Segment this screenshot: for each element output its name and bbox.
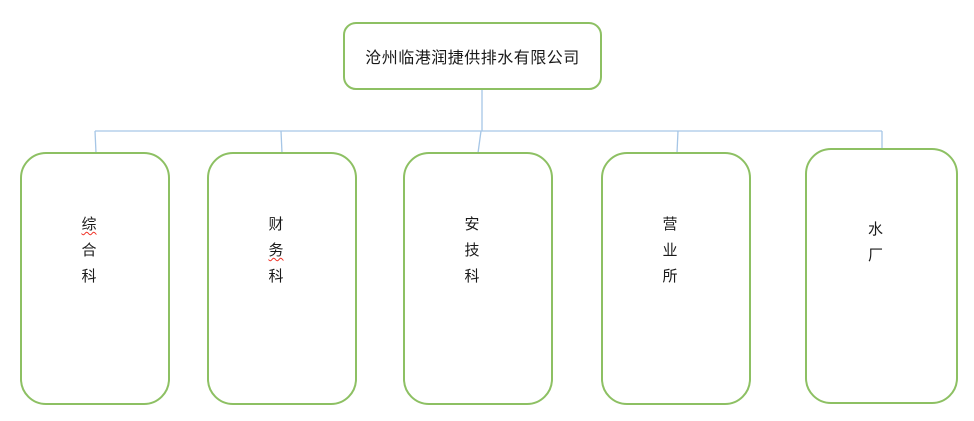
connector-stub-4 (676, 130, 679, 154)
dept-label-char: 科 (268, 267, 284, 285)
dept-label-char: 财 (268, 215, 284, 233)
dept-label-safety-tech: 安技科 (399, 211, 545, 289)
dept-node-business-office: 营业所 (601, 152, 751, 405)
dept-label-business-office: 营业所 (597, 211, 743, 289)
dept-label-char: 科 (464, 267, 480, 285)
dept-label-char: 水 (867, 220, 883, 238)
org-root-node: 沧州临港润捷供排水有限公司 (343, 22, 602, 90)
dept-label-char: 业 (662, 241, 678, 259)
dept-label-char: 安 (464, 215, 480, 233)
dept-node-finance: 财务科 (207, 152, 357, 405)
dept-label-char: 厂 (867, 246, 883, 264)
dept-label-char-misspelled: 综 (81, 215, 97, 233)
dept-label-char: 合 (81, 241, 97, 259)
dept-label-general-affairs: 综合科 (16, 211, 162, 289)
org-root-label: 沧州临港润捷供排水有限公司 (365, 48, 580, 67)
dept-label-char: 所 (662, 267, 678, 285)
dept-node-water-plant: 水厂 (805, 148, 958, 404)
dept-label-finance: 财务科 (203, 211, 349, 289)
connector-stub-3 (477, 130, 482, 154)
dept-node-general-affairs: 综合科 (20, 152, 170, 405)
dept-label-char-misspelled: 务 (268, 241, 284, 259)
dept-label-char: 科 (81, 267, 97, 285)
dept-label-char: 技 (464, 241, 480, 259)
dept-node-safety-tech: 安技科 (403, 152, 553, 405)
dept-label-char: 营 (662, 215, 678, 233)
dept-label-water-plant: 水厂 (801, 216, 950, 268)
connector-stub-2 (280, 130, 283, 154)
connector-stub-1 (94, 130, 97, 154)
